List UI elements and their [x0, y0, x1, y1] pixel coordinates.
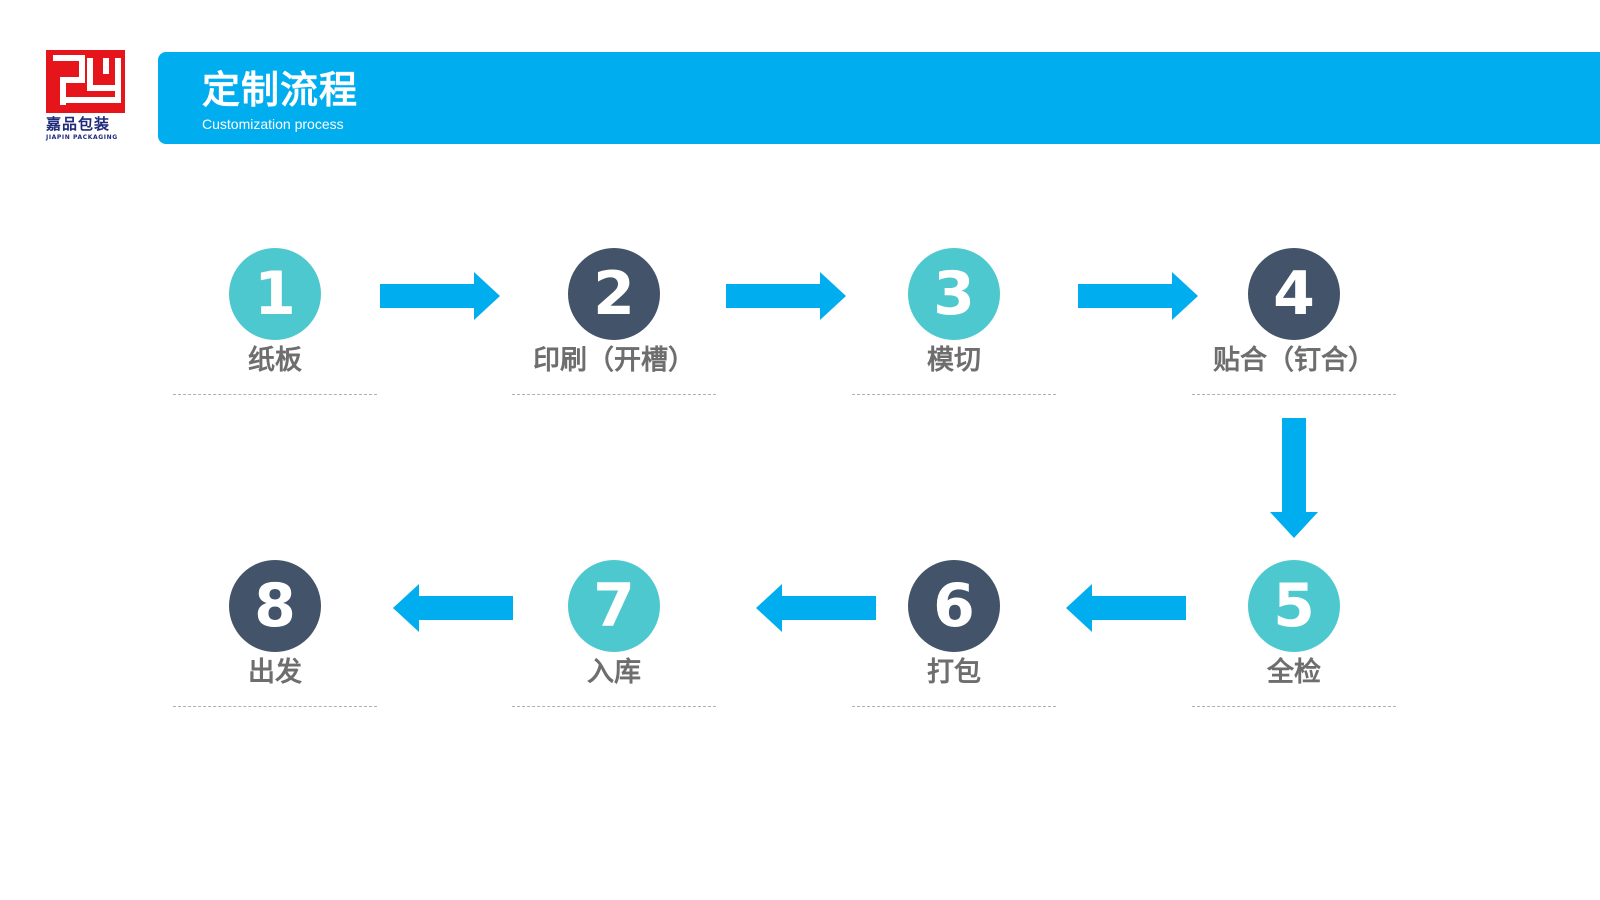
arrow-right-icon	[726, 272, 846, 320]
arrow-shape	[380, 272, 500, 320]
company-logo: 嘉品包装 JIAPIN PACKAGING	[46, 50, 132, 141]
step-divider	[1192, 394, 1396, 395]
step-label: 打包	[927, 657, 981, 688]
page-title: 定制流程	[202, 68, 359, 112]
process-step-3: 3 模切	[852, 248, 1056, 398]
step-number-badge: 6	[908, 560, 1000, 652]
arrow-right-icon	[380, 272, 500, 320]
process-step-6: 6 打包	[852, 560, 1056, 710]
step-divider	[852, 706, 1056, 707]
logo-mark-icon	[46, 50, 125, 113]
arrow-right-icon	[1078, 272, 1198, 320]
arrow-shape	[1066, 584, 1186, 632]
process-step-7: 7 入库	[512, 560, 716, 710]
step-divider	[512, 706, 716, 707]
step-number-badge: 7	[568, 560, 660, 652]
arrow-shape	[393, 584, 513, 632]
step-number-badge: 8	[229, 560, 321, 652]
process-step-4: 4 贴合（钉合）	[1192, 248, 1396, 398]
step-number-badge: 1	[229, 248, 321, 340]
header-bar: 定制流程 Customization process	[158, 52, 1600, 144]
step-divider	[1192, 706, 1396, 707]
process-step-8: 8 出发	[173, 560, 377, 710]
arrow-left-icon	[393, 584, 513, 632]
step-label: 入库	[587, 657, 641, 688]
step-divider	[852, 394, 1056, 395]
logo-name-en: JIAPIN PACKAGING	[46, 134, 118, 141]
step-divider	[173, 394, 377, 395]
process-step-1: 1 纸板	[173, 248, 377, 398]
step-number-badge: 2	[568, 248, 660, 340]
arrow-shape	[1270, 418, 1318, 538]
step-number-badge: 3	[908, 248, 1000, 340]
step-label: 纸板	[248, 345, 302, 376]
arrow-down-icon	[1270, 418, 1318, 538]
step-label: 全检	[1267, 657, 1321, 688]
arrow-shape	[726, 272, 846, 320]
step-label: 印刷（开槽）	[533, 345, 695, 376]
page-subtitle: Customization process	[202, 116, 344, 132]
arrow-shape	[1078, 272, 1198, 320]
step-number-badge: 5	[1248, 560, 1340, 652]
step-divider	[173, 706, 377, 707]
arrow-left-icon	[756, 584, 876, 632]
arrow-left-icon	[1066, 584, 1186, 632]
step-label: 模切	[927, 345, 981, 376]
step-divider	[512, 394, 716, 395]
process-step-5: 5 全检	[1192, 560, 1396, 710]
step-number-badge: 4	[1248, 248, 1340, 340]
logo-name-cn: 嘉品包装	[46, 115, 111, 133]
process-step-2: 2 印刷（开槽）	[512, 248, 716, 398]
arrow-shape	[756, 584, 876, 632]
step-label: 贴合（钉合）	[1213, 345, 1375, 376]
step-label: 出发	[248, 657, 302, 688]
